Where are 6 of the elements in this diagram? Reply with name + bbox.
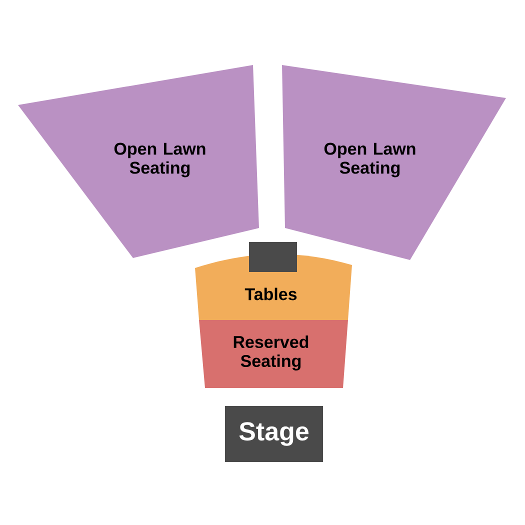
tables-section: Tables: [195, 254, 352, 320]
lawn-section: Open Lawn Seating: [18, 65, 259, 258]
stage: Stage: [225, 406, 323, 462]
reserved-section: Reserved Seating: [199, 320, 348, 388]
sound-booth: [249, 242, 297, 272]
lawn-section: Open Lawn Seating: [282, 65, 506, 260]
